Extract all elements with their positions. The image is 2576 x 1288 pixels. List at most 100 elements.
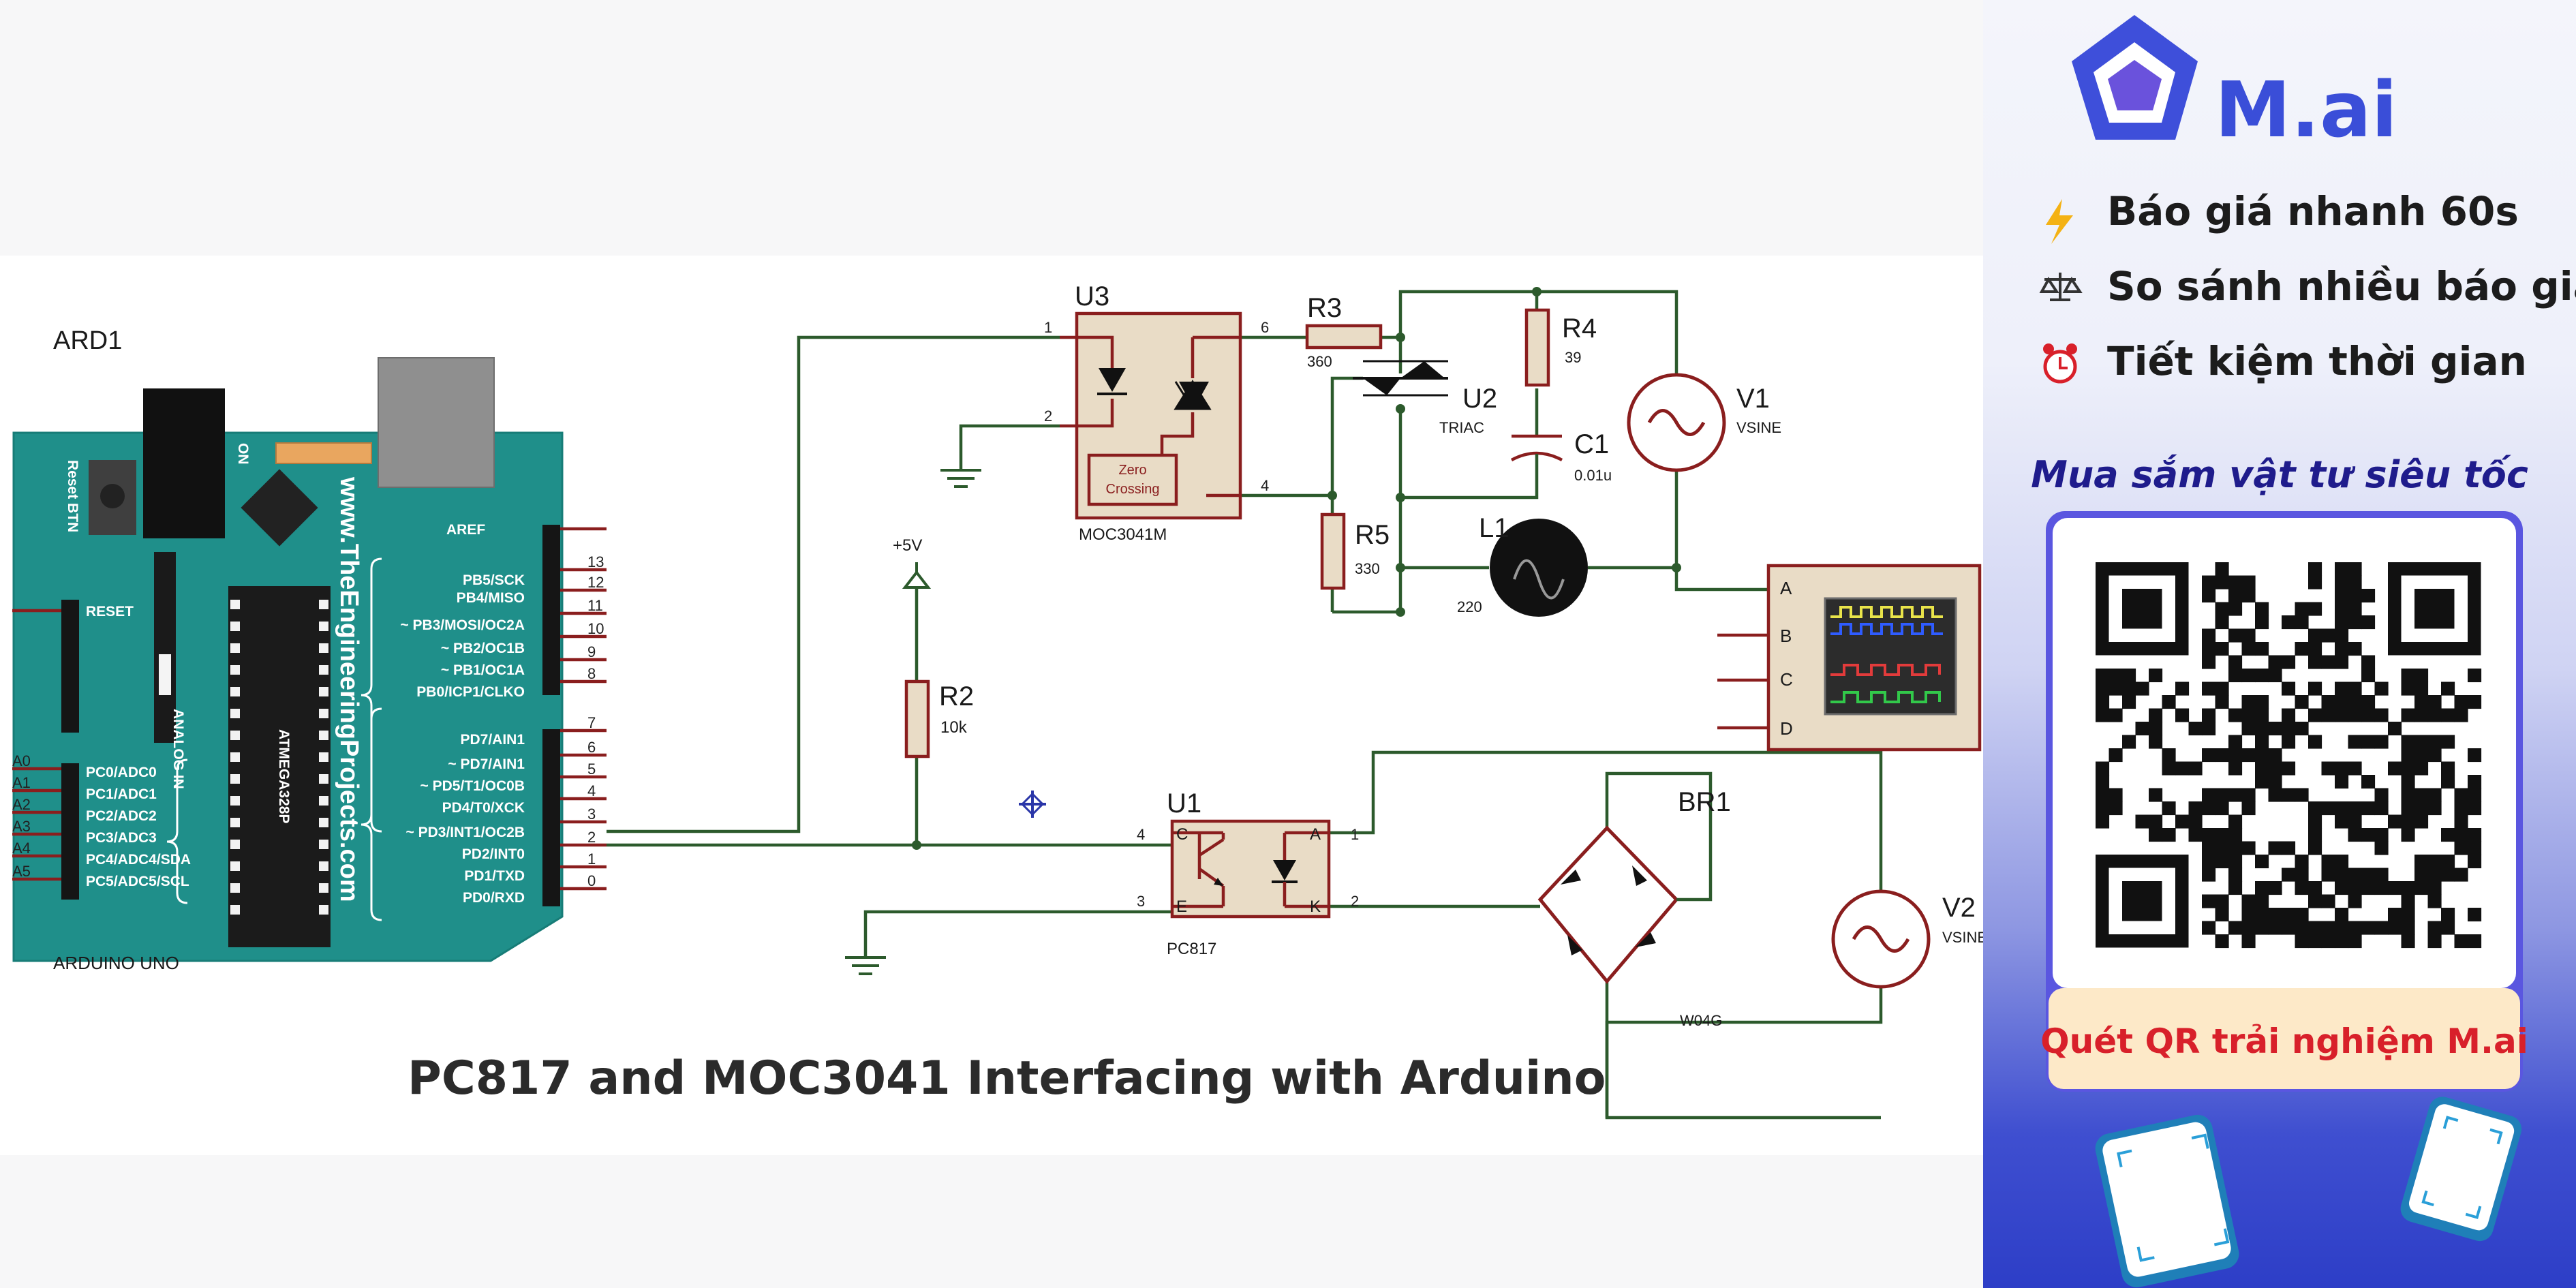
scale-icon xyxy=(2039,273,2083,301)
qr-cta-banner xyxy=(2049,988,2520,1089)
l1-lamp-icon xyxy=(1490,519,1588,617)
u1-transistor-icon xyxy=(1214,878,1223,886)
pin-num-5: 5 xyxy=(587,761,596,778)
u1-optocoupler xyxy=(1170,819,1331,919)
r5-resistor-icon xyxy=(1320,512,1346,590)
analog-num-a1: A1 xyxy=(12,774,31,791)
r4-ref: R4 xyxy=(1562,313,1597,343)
digital-pin-labels: PB5/SCK PB4/MISO ~ PB3/MOSI/OC2A ~ PB2/O… xyxy=(400,572,525,906)
analog-label-a4: PC4/ADC4/SDA xyxy=(86,852,191,868)
pin-label-6: ~ PD7/AIN1 xyxy=(448,756,525,772)
usb-jack-icon xyxy=(143,388,225,538)
v2-ref: V2 xyxy=(1942,893,1976,923)
analog-label-a0: PC0/ADC0 xyxy=(86,765,157,780)
ground-symbol-u1 xyxy=(845,956,886,975)
supply-label: +5V xyxy=(893,536,922,555)
diagram-title: PC817 and MOC3041 Interfacing with Ardui… xyxy=(408,1052,1606,1105)
analog-label-a3: PC3/ADC3 xyxy=(86,830,157,846)
pin-label-10: ~ PB2/OC1B xyxy=(441,641,525,656)
analog-num-a4: A4 xyxy=(12,840,31,857)
u1-pin-4: 4 xyxy=(1137,826,1145,843)
r4-value: 39 xyxy=(1565,349,1581,366)
r2-value: 10k xyxy=(940,718,968,737)
pin-num-11: 11 xyxy=(587,597,603,614)
analog-num-a0: A0 xyxy=(12,752,31,769)
r3-resistor-icon xyxy=(1305,324,1383,350)
reset-button-knob-icon xyxy=(100,484,125,508)
qr-cta-text: Quét QR trải nghiệm M.ai xyxy=(2040,1022,2528,1061)
wire-d3-to-u3 xyxy=(607,335,1060,833)
r5-value: 330 xyxy=(1355,560,1380,577)
arduino-model-label: ARDUINO UNO xyxy=(53,953,179,973)
analog-label-a1: PC1/ADC1 xyxy=(86,786,157,802)
analog-header-icon xyxy=(61,763,79,900)
v1-ac-source-icon xyxy=(1627,373,1726,472)
aref-label: AREF xyxy=(446,522,485,538)
analog-label-a2: PC2/ADC2 xyxy=(86,808,157,824)
wire-u1-k-bridge xyxy=(1315,771,1713,908)
u3-zero-cross-box xyxy=(1087,453,1178,506)
power-header-icon xyxy=(61,600,79,733)
pin-num-12: 12 xyxy=(587,574,604,591)
pin-num-0: 0 xyxy=(587,872,596,889)
schematic-panel: ATMEGA328P ARD1 ARDUINO UNO Reset BTN ON… xyxy=(12,281,1983,1120)
u1-pin-3: 3 xyxy=(1137,893,1145,910)
r5-ref: R5 xyxy=(1355,520,1390,550)
pin-label-13: PB5/SCK xyxy=(463,572,525,588)
website-label: www.TheEngineeringProjects.com xyxy=(335,476,363,902)
promo-svg: M.ai Báo giá nhanh 60s So sánh nhiều báo… xyxy=(2031,15,2576,1288)
feature-lightning: Báo giá nhanh 60s xyxy=(2046,188,2519,244)
reset-pin-label: RESET xyxy=(86,604,134,619)
c1-capacitor-icon xyxy=(1510,434,1563,476)
pin-num-7: 7 xyxy=(587,714,596,731)
promo-panel: M.ai Báo giá nhanh 60s So sánh nhiều báo… xyxy=(1983,0,2576,1288)
pin-label-3: ~ PD3/INT1/OC2B xyxy=(406,825,525,840)
on-label: ON xyxy=(235,443,251,465)
power-jack-icon xyxy=(378,357,495,488)
digital-header-icon xyxy=(542,525,560,695)
pin-label-2: PD2/INT0 xyxy=(462,846,525,862)
r2-resistor-icon xyxy=(904,679,930,758)
pin-label-12: PB4/MISO xyxy=(457,590,525,606)
scope-a-label: A xyxy=(1780,578,1792,598)
digital-pin-stubs: 13 12 11 10 9 8 7 6 5 4 3 2 1 0 xyxy=(560,527,607,891)
u3-zero-label: Zero xyxy=(1118,463,1146,478)
analog-pins: A0 A1 A2 A3 A4 A5 PC0/ADC0 PC1/ADC1 PC2/… xyxy=(12,609,191,889)
v2-value: VSINE xyxy=(1942,929,1983,946)
v2-ac-source-icon xyxy=(1831,889,1931,989)
scope-d-label: D xyxy=(1780,718,1793,739)
u1-pin-1: 1 xyxy=(1351,826,1359,843)
pin-label-8: PB0/ICP1/CLKO xyxy=(416,684,525,700)
brand-name: M.ai xyxy=(2215,66,2397,155)
wire-u1-gnd xyxy=(863,910,1172,957)
analog-num-a3: A3 xyxy=(12,818,31,835)
pin-num-3: 3 xyxy=(587,806,596,823)
arduino-ref-label: ARD1 xyxy=(53,326,122,355)
crystal-icon xyxy=(154,552,176,743)
wire-u3-gnd xyxy=(959,424,1060,470)
led-strip-icon xyxy=(275,442,372,464)
c1-value: 0.01u xyxy=(1574,467,1612,484)
qr-code-icon xyxy=(2096,562,2482,949)
mai-logo-icon xyxy=(2072,15,2198,140)
pin-label-5: ~ PD5/T1/OC0B xyxy=(420,778,525,794)
r2-ref: R2 xyxy=(939,681,974,711)
r4-resistor-icon xyxy=(1524,308,1550,387)
u1-part: PC817 xyxy=(1167,940,1216,958)
analog-in-label: ANALOG IN xyxy=(170,709,186,789)
atmega-chip-icon xyxy=(228,586,331,947)
v1-value: VSINE xyxy=(1736,419,1781,436)
oscilloscope-icon xyxy=(1717,564,1982,752)
reset-btn-label: Reset BTN xyxy=(65,460,80,532)
ground-symbol-u3 xyxy=(940,469,981,488)
u3-optocoupler: Zero Crossing xyxy=(1060,311,1242,520)
pin-num-6: 6 xyxy=(587,739,596,756)
pin-num-9: 9 xyxy=(587,643,596,660)
u3-part: MOC3041M xyxy=(1079,525,1167,544)
u3-crossing-label: Crossing xyxy=(1106,482,1160,497)
schematic-svg: ATMEGA328P ARD1 ARDUINO UNO Reset BTN ON… xyxy=(12,281,1983,1120)
u1-pin-2: 2 xyxy=(1351,893,1359,910)
analog-label-a5: PC5/ADC5/SCL xyxy=(86,874,189,889)
scope-b-label: B xyxy=(1780,626,1792,646)
